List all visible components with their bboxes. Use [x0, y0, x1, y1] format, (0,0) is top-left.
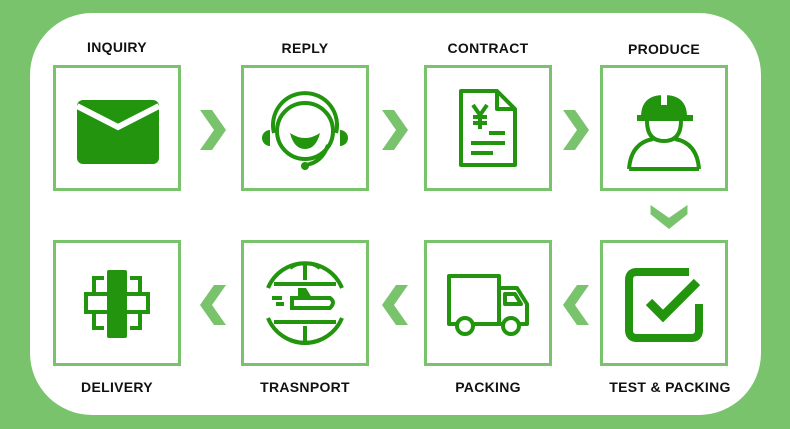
checkbox-icon [625, 268, 703, 342]
arrow-down-icon [650, 205, 688, 229]
step-box-transport [241, 240, 369, 366]
arrow-right-icon [382, 110, 408, 150]
step-box-reply [241, 65, 369, 191]
step-box-produce [600, 65, 728, 191]
step-label-test-packing: TEST & PACKING [609, 379, 731, 395]
envelope-icon [75, 100, 161, 164]
step-box-packing [424, 240, 552, 366]
globe-plane-icon [266, 261, 344, 345]
step-label-delivery: DELIVERY [81, 379, 153, 395]
step-label-transport: TRASNPORT [260, 379, 350, 395]
step-label-reply: REPLY [281, 40, 329, 56]
step-box-test-packing [600, 240, 728, 366]
arrow-right-icon [563, 110, 589, 150]
worker-icon [627, 93, 701, 171]
step-label-produce: PRODUCE [627, 41, 701, 57]
step-box-delivery [53, 240, 181, 366]
step-box-inquiry [53, 65, 181, 191]
contract-document-icon [459, 89, 517, 167]
truck-icon [447, 274, 529, 336]
step-label-packing: PACKING [455, 379, 521, 395]
step-box-contract [424, 65, 552, 191]
package-icon [84, 270, 150, 338]
arrow-left-icon [563, 285, 589, 325]
headset-icon [262, 91, 348, 170]
arrow-left-icon [382, 285, 408, 325]
step-label-contract: CONTRACT [447, 40, 529, 56]
step-label-inquiry: INQUIRY [87, 39, 147, 55]
arrow-left-icon [200, 285, 226, 325]
arrow-right-icon [200, 110, 226, 150]
